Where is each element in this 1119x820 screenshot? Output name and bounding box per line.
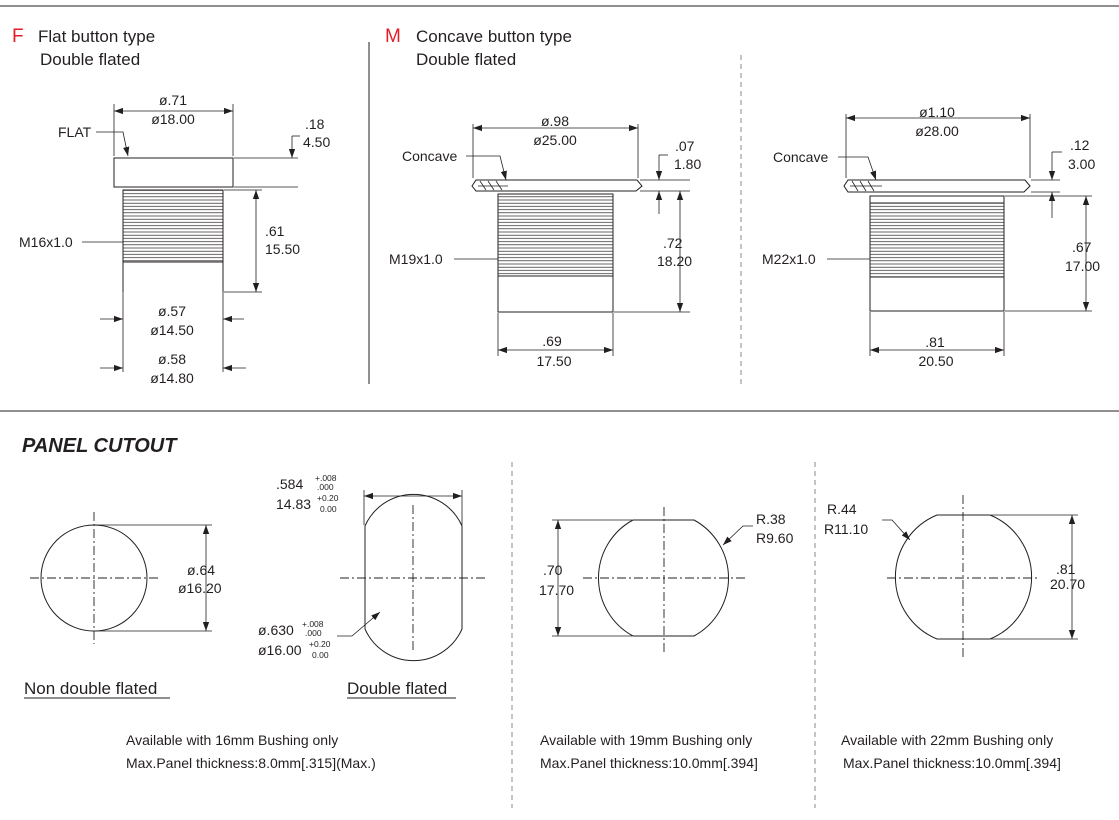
concave-19-dia-in: ø.98 xyxy=(541,113,569,129)
double-flated-dia-mm-tol-plus: +0.20 xyxy=(309,639,331,649)
concave-22-base-mm: 20.50 xyxy=(918,353,953,369)
note16-line2: Max.Panel thickness:8.0mm[.315](Max.) xyxy=(126,755,376,771)
double-flated-width-mm-tol-minus: 0.00 xyxy=(320,504,337,514)
non-flated-dia-in: ø.64 xyxy=(187,562,215,578)
concave-22-head xyxy=(843,179,1031,193)
non-flated-label: Non double flated xyxy=(24,679,157,698)
flat-width2-in: ø.58 xyxy=(158,351,186,367)
note16-line1: Available with 16mm Bushing only xyxy=(126,732,338,748)
frame-lines xyxy=(0,5,1119,808)
flat-head-dia-mm: ø18.00 xyxy=(151,111,195,127)
concave-19-length-in: .72 xyxy=(663,235,683,251)
concave-22-base-in: .81 xyxy=(925,334,945,350)
double-flated-dia-in: ø.630 xyxy=(258,622,294,638)
double-flated-width-mm-tol-plus: +0.20 xyxy=(317,493,339,503)
concave-19-dia-mm: ø25.00 xyxy=(533,132,577,148)
double-flated-dia-in-tol-minus: .000 xyxy=(305,628,322,638)
double-flated-label: Double flated xyxy=(347,679,447,698)
concave-19-base-in: .69 xyxy=(542,333,562,349)
cutout-22-height-in: .81 xyxy=(1056,561,1076,577)
panel-cutout-title: PANEL CUTOUT xyxy=(22,435,178,457)
note19-line1: Available with 19mm Bushing only xyxy=(540,732,752,748)
concave-19-base-mm: 17.50 xyxy=(536,353,571,369)
cutout-22-radius-in: R.44 xyxy=(827,501,857,517)
concave-title: Concave button type xyxy=(416,27,572,46)
flat-width1-in: ø.57 xyxy=(158,303,186,319)
double-flated-width-in: .584 xyxy=(276,476,303,492)
concave-19-concave-label: Concave xyxy=(402,148,457,164)
note19-line2: Max.Panel thickness:10.0mm[.394] xyxy=(540,755,758,771)
flat-head-height-in: .18 xyxy=(305,116,325,132)
flat-length-mm: 15.50 xyxy=(265,241,300,257)
cutout-22: .81 20.70 R.44 R11.10 xyxy=(824,495,1085,660)
concave-22-concave-label: Concave xyxy=(773,149,828,165)
cutout-19-height-mm: 17.70 xyxy=(539,582,574,598)
double-flated-dia-in-tol-plus: +.008 xyxy=(302,619,324,629)
cutout-19-height-in: .70 xyxy=(543,562,563,578)
note22-line1: Available with 22mm Bushing only xyxy=(841,732,1053,748)
concave-22-head-in: .12 xyxy=(1070,137,1090,153)
cutout-19-radius-mm: R9.60 xyxy=(756,530,794,546)
flat-button-section: F Flat button type Double flated ø.71 ø1… xyxy=(12,26,330,386)
concave-22-dia-mm: ø28.00 xyxy=(915,123,959,139)
flat-subtitle: Double flated xyxy=(40,50,140,69)
concave-19-head-mm: 1.80 xyxy=(674,156,701,172)
flat-label: FLAT xyxy=(58,124,92,140)
cutout-non-flated: ø.64 ø16.20 Non double flated xyxy=(24,512,222,699)
flat-width1-mm: ø14.50 xyxy=(150,322,194,338)
double-flated-width-in-tol-minus: .000 xyxy=(317,482,334,492)
concave-button-section: M Concave button type Double flated xyxy=(385,26,572,69)
concave-22-length-mm: 17.00 xyxy=(1065,258,1100,274)
cutout-22-radius-mm: R11.10 xyxy=(824,521,868,537)
concave-19-drawing: ø.98 ø25.00 Concave .07 1.80 M19x1.0 .72… xyxy=(389,113,701,369)
flat-thread-label: M16x1.0 xyxy=(19,234,73,250)
concave-19-length-mm: 18.20 xyxy=(657,253,692,269)
cutout-22-height-mm: 20.70 xyxy=(1050,576,1085,592)
section-code-m: M xyxy=(385,26,401,47)
concave-19-thread-label: M19x1.0 xyxy=(389,251,443,267)
concave-19-head-in: .07 xyxy=(675,138,695,154)
concave-22-drawing: ø1.10 ø28.00 Concave .12 3.00 M22x1.0 .6… xyxy=(762,104,1100,369)
flat-bushing-thread xyxy=(122,189,224,263)
concave-22-head-mm: 3.00 xyxy=(1068,156,1095,172)
cutout-19-shape xyxy=(598,519,729,637)
double-flated-width-in-tol-plus: +.008 xyxy=(315,473,337,483)
section-code-f: F xyxy=(12,26,24,47)
double-flated-dia-mm: ø16.00 xyxy=(258,642,302,658)
concave-subtitle: Double flated xyxy=(416,50,516,69)
flat-button-head xyxy=(113,157,234,188)
flat-head-height-mm: 4.50 xyxy=(303,134,330,150)
concave-22-thread-label: M22x1.0 xyxy=(762,251,816,267)
cutout-19-radius-in: R.38 xyxy=(756,511,786,527)
cutout-19: .70 17.70 R.38 R9.60 xyxy=(539,507,794,652)
concave-19-bushing-thread xyxy=(497,193,614,277)
cutout-22-shape xyxy=(894,514,1033,640)
concave-22-bushing-thread xyxy=(869,202,1005,278)
concave-22-dia-in: ø1.10 xyxy=(919,104,955,120)
concave-19-head xyxy=(471,179,643,192)
flat-head-dia-in: ø.71 xyxy=(159,92,187,108)
cutout-double-flated: .584 +.008 .000 14.83 +0.20 0.00 ø.630 +… xyxy=(258,473,488,699)
flat-width2-mm: ø14.80 xyxy=(150,370,194,386)
cutout-flated-shape xyxy=(364,493,463,662)
double-flated-dia-mm-tol-minus: 0.00 xyxy=(312,650,329,660)
flat-length-in: .61 xyxy=(265,223,285,239)
concave-22-length-in: .67 xyxy=(1072,239,1092,255)
double-flated-width-mm: 14.83 xyxy=(276,496,311,512)
non-flated-dia-mm: ø16.20 xyxy=(178,580,222,596)
flat-title: Flat button type xyxy=(38,27,155,46)
note22-line2: Max.Panel thickness:10.0mm[.394] xyxy=(843,755,1061,771)
